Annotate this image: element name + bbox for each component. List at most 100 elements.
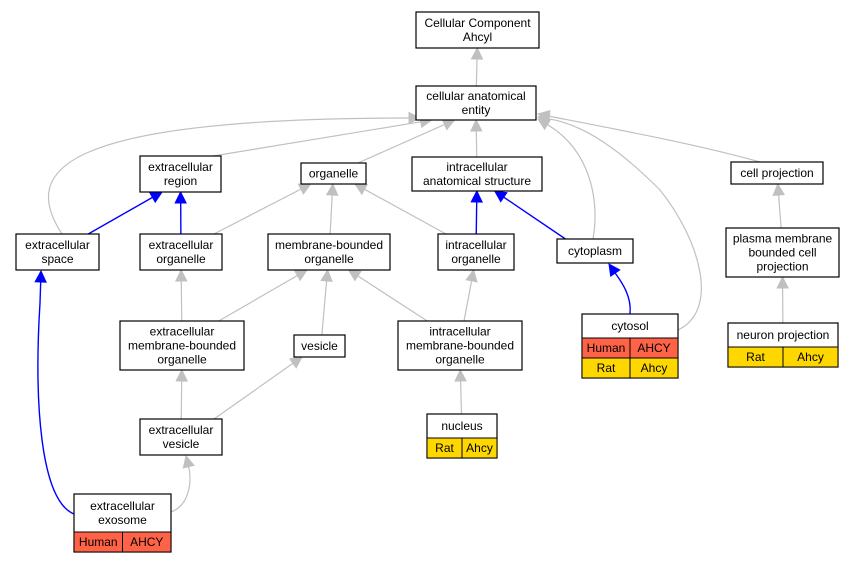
node-label-line: projection <box>756 260 808 274</box>
edge-line <box>87 196 153 235</box>
edge-arrowhead <box>536 112 551 126</box>
edge-arrowhead <box>776 275 789 289</box>
edge-intorg-to-ias <box>470 189 483 235</box>
edge-line <box>547 124 596 240</box>
edge-arrowhead <box>175 368 189 382</box>
edge-arrowhead <box>320 268 333 283</box>
edge-arrowhead <box>441 118 456 131</box>
node-label-line: nucleus <box>441 419 482 433</box>
edge-exves-to-vesicle <box>213 356 303 420</box>
node-label-line: membrane-bounded <box>406 339 514 353</box>
gene-label: Ahcy <box>797 350 824 364</box>
edge-cytosol-to-cae <box>536 112 702 331</box>
node-cytoplasm[interactable]: cytoplasm <box>556 238 634 264</box>
edge-line <box>37 281 75 515</box>
edge-exspace-to-exreg <box>87 191 164 235</box>
node-label-line: entity <box>462 103 491 117</box>
gene-label: Ahcy <box>641 361 668 375</box>
edge-arrowhead <box>174 190 187 204</box>
node-label-line: space <box>41 252 73 266</box>
edge-pmbcp-to-cellproj <box>772 182 785 229</box>
gene-cell <box>782 346 839 368</box>
gene-label: AHCY <box>637 341 670 355</box>
edge-intmbo-to-mbo <box>347 269 428 322</box>
edge-arrowhead <box>408 111 422 125</box>
edge-exspace-to-cae <box>47 111 422 235</box>
edge-line <box>212 121 421 157</box>
node-label-line: extracellular <box>25 238 90 252</box>
node-label-line: organelle <box>309 167 359 181</box>
node-label-line: extracellular <box>149 423 214 437</box>
edge-exves-to-exmbo <box>175 368 189 420</box>
node-box <box>556 238 634 264</box>
node-label-line: cytoplasm <box>568 244 622 258</box>
node-box <box>730 161 824 185</box>
gene-label: AHCY <box>130 535 163 549</box>
node-label-line: plasma membrane <box>733 232 833 246</box>
edge-line <box>364 188 447 235</box>
node-label-line: membrane-bounded <box>275 238 383 252</box>
node-label-line: membrane-bounded <box>128 339 236 353</box>
node-label-line: Ahcyl <box>463 30 492 44</box>
edge-vesicle-to-mbo <box>320 268 333 336</box>
node-vesicle[interactable]: vesicle <box>293 334 346 358</box>
edge-arrowhead <box>470 189 483 203</box>
node-label-line: region <box>164 174 197 188</box>
species-label: Human <box>587 341 626 355</box>
node-box <box>725 227 840 278</box>
species-label: Rat <box>597 361 616 375</box>
node-box <box>437 233 515 271</box>
edge-arrowhead <box>772 182 785 196</box>
node-box <box>267 233 391 271</box>
edge-line <box>213 188 302 235</box>
node-organelle[interactable]: organelle <box>300 162 367 185</box>
node-label-line: intracellular <box>445 238 506 252</box>
gene-label: Ahcy <box>466 441 493 455</box>
species-label: Rat <box>435 441 454 455</box>
gene-cell <box>461 437 498 459</box>
edge-arrowhead <box>293 269 308 282</box>
node-label-line: intracellular <box>429 325 490 339</box>
node-cellproj[interactable]: cell projection <box>730 161 824 185</box>
edge-neuronproj-to-pmbcp <box>776 275 789 324</box>
edge-arrowhead <box>182 454 195 469</box>
node-label-line: vesicle <box>301 339 338 353</box>
edge-arrowhead <box>470 46 484 60</box>
edge-arrowhead <box>347 269 362 282</box>
node-label-line: anatomical structure <box>423 174 531 188</box>
edge-arrowhead <box>34 269 47 283</box>
node-label-line: extracellular <box>150 325 215 339</box>
node-label-line: intracellular <box>446 160 507 174</box>
edge-line <box>213 362 294 420</box>
edge-arrowhead <box>353 183 368 196</box>
edge-arrowhead <box>465 268 478 283</box>
node-label-line: Cellular Component <box>424 16 531 30</box>
edge-cytoplasm-to-ias <box>493 190 566 240</box>
node-label-line: extracellular <box>148 160 213 174</box>
node-label-line: cytosol <box>611 319 648 333</box>
species-label: Human <box>79 535 118 549</box>
edge-line <box>321 280 328 336</box>
edge-line <box>778 194 782 229</box>
node-box <box>139 155 222 193</box>
edge-line <box>614 272 631 315</box>
edge-arrowhead <box>493 190 508 203</box>
